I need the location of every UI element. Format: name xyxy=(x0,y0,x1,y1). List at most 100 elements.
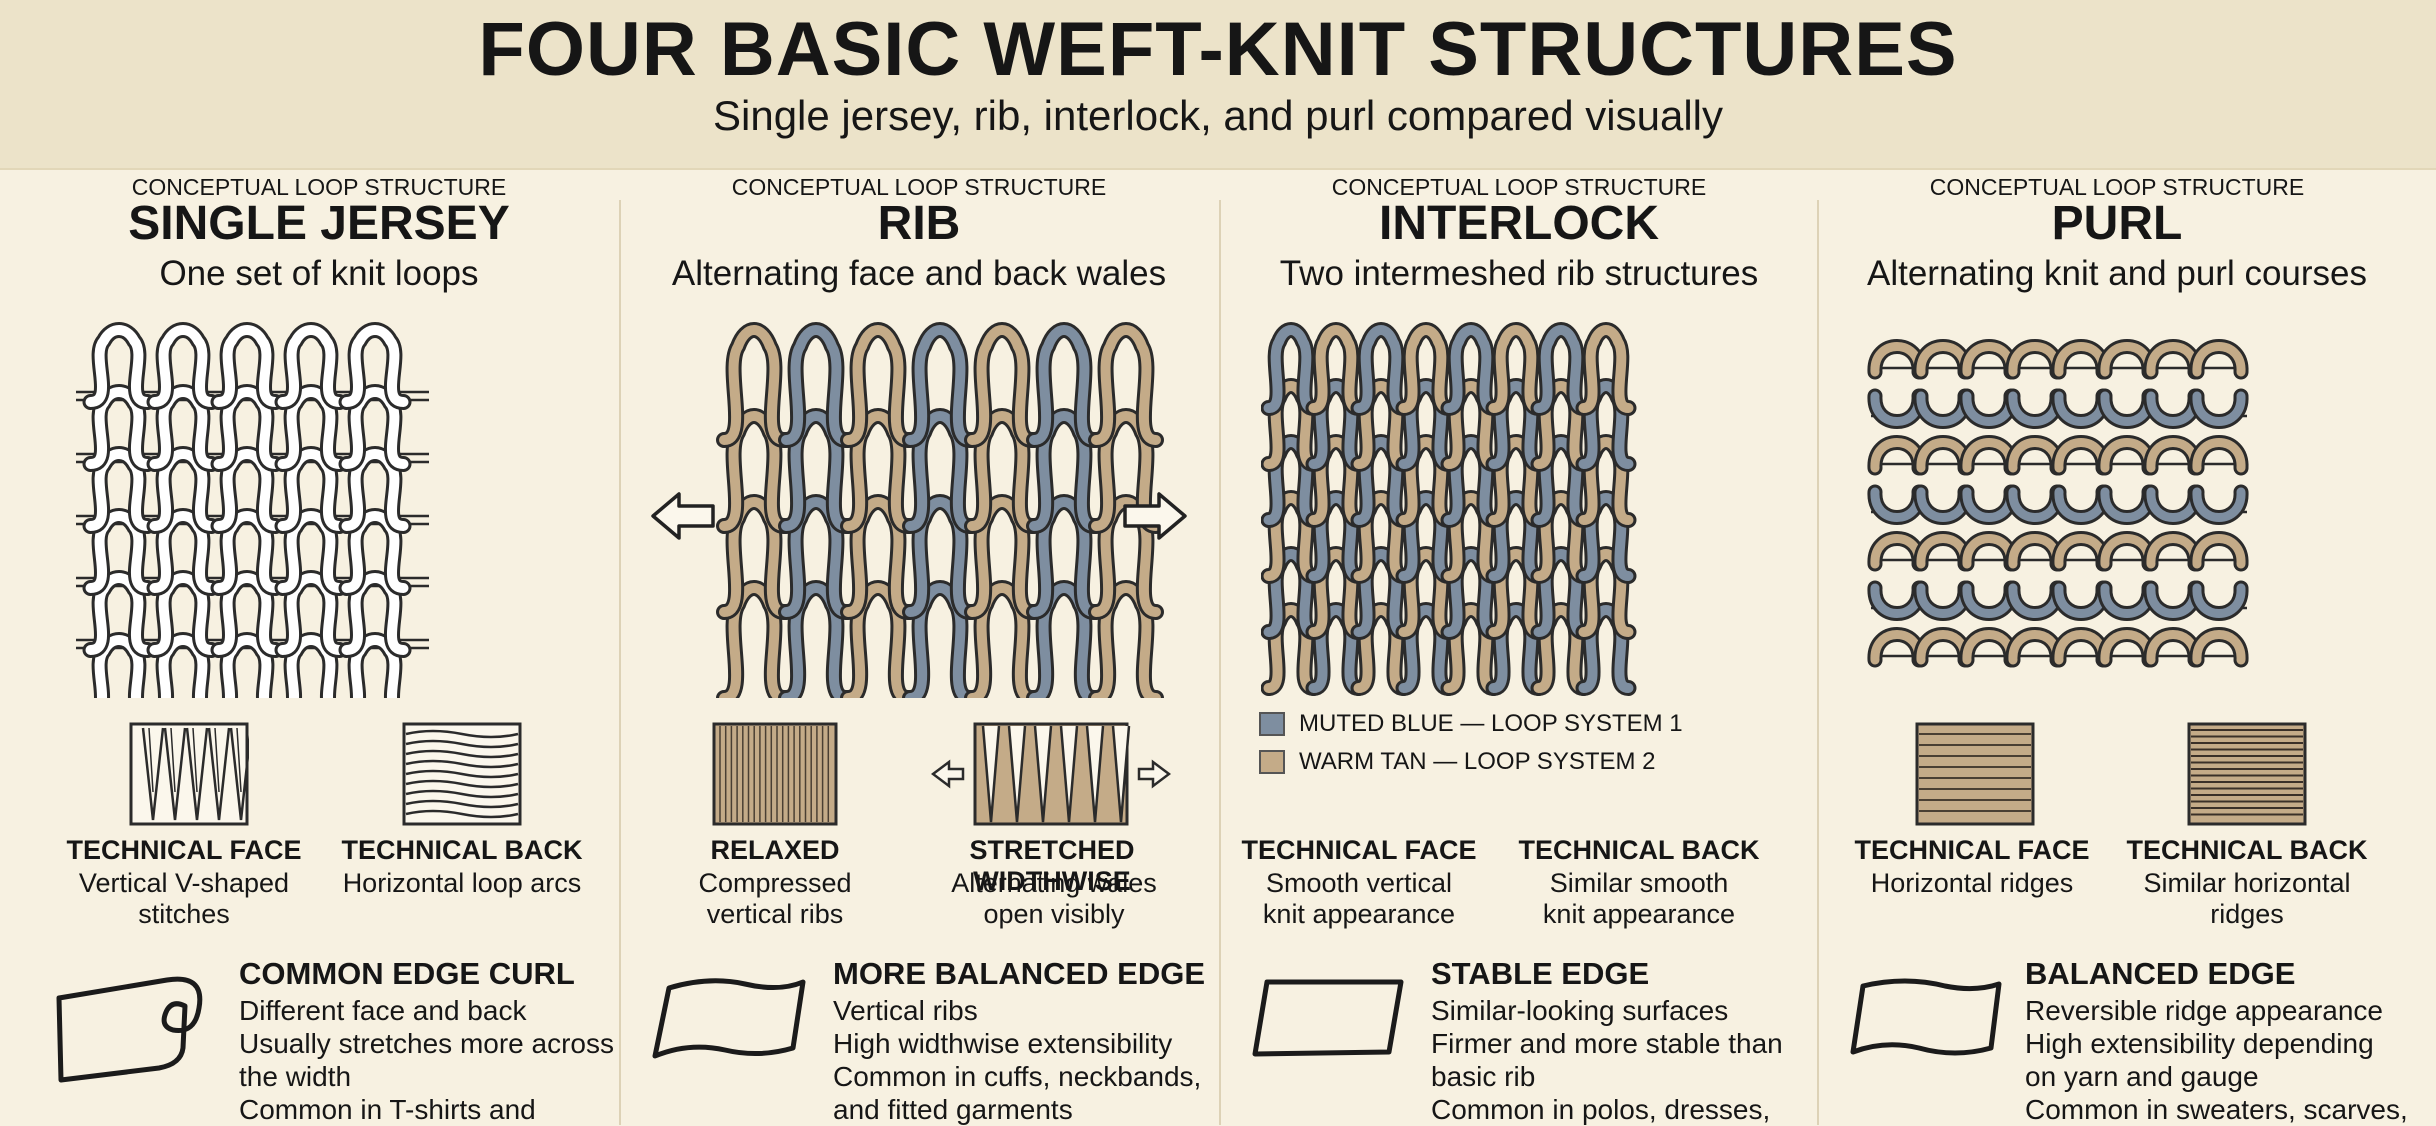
v-stitch xyxy=(207,727,231,821)
swatch-border xyxy=(712,722,838,826)
interlock-loop xyxy=(1578,549,1634,637)
rib-loop xyxy=(905,411,975,531)
interlock-loop xyxy=(1533,605,1589,693)
rib-loop xyxy=(781,325,851,445)
interlock-loop xyxy=(1353,549,1409,637)
open-wale xyxy=(981,725,1001,823)
rib-loop xyxy=(1091,411,1161,531)
swatch-a-title: TECHNICAL FACE xyxy=(66,835,302,865)
edge-line: Firmer and more stable than xyxy=(1431,1028,1783,1059)
interlock-loop xyxy=(1353,437,1409,525)
column-divider xyxy=(1219,200,1221,1125)
technical-face-swatch xyxy=(129,722,249,826)
interlock-loop xyxy=(1263,381,1319,469)
rib-loop xyxy=(781,497,851,617)
rib-loop xyxy=(843,325,913,445)
curled-edge-icon xyxy=(56,976,203,1083)
interlock-loop xyxy=(1263,325,1319,413)
swatch-a-desc: Compressed vertical ribs xyxy=(698,868,852,929)
flat-edge-icon xyxy=(1850,978,2002,1056)
edge-line: Reversible ridge appearance xyxy=(2025,995,2383,1026)
swatch-a-title: RELAXED xyxy=(710,835,840,865)
swatch-a-desc: Vertical V-shaped stitches xyxy=(78,868,290,929)
swatch-a-title: TECHNICAL FACE xyxy=(1241,835,1477,865)
purl-loop xyxy=(2192,438,2246,473)
legend-item-tan: WARM TAN — LOOP SYSTEM 2 xyxy=(1259,748,1656,776)
interlock-loop xyxy=(1263,437,1319,525)
interlock-loop xyxy=(1488,381,1544,469)
interlock-loop xyxy=(1353,605,1409,693)
knit-loop xyxy=(85,449,153,531)
interlock-loop xyxy=(1308,325,1364,413)
rib-loop xyxy=(843,411,913,531)
knit-loop xyxy=(94,635,144,698)
right-arrow-icon xyxy=(1137,759,1171,789)
concept-label: CONCEPTUAL LOOP STRUCTURE xyxy=(131,174,507,200)
swatch-b-desc: Similar horizontal ridges xyxy=(2143,868,2351,929)
concept-label: CONCEPTUAL LOOP STRUCTURE xyxy=(731,174,1107,200)
interlock-loop xyxy=(1263,605,1319,693)
swatch-a-desc: Horizontal ridges xyxy=(1870,868,2074,898)
open-wale xyxy=(1007,725,1027,823)
single-jersey-loop-diagram xyxy=(76,322,429,698)
interlock-loop xyxy=(1353,493,1409,581)
interlock-loop xyxy=(1443,325,1499,413)
column-divider xyxy=(1817,200,1819,1125)
edge-title: MORE BALANCED EDGE xyxy=(833,956,1206,991)
interlock-loop xyxy=(1533,549,1589,637)
rib-loop xyxy=(1091,583,1161,698)
rib-loop xyxy=(1029,325,1099,445)
header-banner: FOUR BASIC WEFT-KNIT STRUCTURES Single j… xyxy=(0,0,2436,170)
edge-line: Similar-looking surfaces xyxy=(1431,995,1729,1026)
rib-loop xyxy=(967,497,1037,617)
rib-loop xyxy=(781,583,851,698)
concept-label: CONCEPTUAL LOOP STRUCTURE xyxy=(1929,174,2305,200)
rib-loop xyxy=(719,411,789,531)
knit-loop xyxy=(277,573,345,655)
swatch-b-desc: Alternating wales open visibly xyxy=(951,868,1157,929)
open-wale xyxy=(1085,725,1105,823)
loop-arc xyxy=(405,749,519,759)
edge-title: STABLE EDGE xyxy=(1431,956,1650,991)
edge-line: basic rib xyxy=(1431,1061,1536,1092)
knit-loop xyxy=(85,325,153,407)
interlock-loop xyxy=(1308,493,1364,581)
structure-name: INTERLOCK xyxy=(1379,197,1659,250)
interlock-loop xyxy=(1308,605,1364,693)
knit-loop xyxy=(149,325,217,407)
swatch-border xyxy=(1915,722,2035,826)
knit-loop xyxy=(85,511,153,593)
interlock-loop xyxy=(1578,437,1634,525)
flat-edge-icon xyxy=(652,978,806,1059)
v-stitch xyxy=(141,727,165,821)
v-stitch xyxy=(236,727,242,793)
knit-loop xyxy=(350,635,400,698)
interlock-loop xyxy=(1398,493,1454,581)
rib-loop xyxy=(967,583,1037,698)
edge-line: on yarn and gauge xyxy=(2025,1061,2259,1092)
interlock-loop xyxy=(1398,437,1454,525)
interlock-loop xyxy=(1533,381,1589,469)
interlock-loop xyxy=(1398,549,1454,637)
edge-line: the width xyxy=(239,1061,352,1092)
knit-loop xyxy=(149,573,217,655)
rib-loop xyxy=(905,583,975,698)
swatch-b-title: TECHNICAL BACK xyxy=(341,835,583,865)
interlock-loop xyxy=(1353,381,1409,469)
purl-loop-diagram xyxy=(1867,339,2249,668)
rib-loop xyxy=(905,325,975,445)
tan-swatch-icon xyxy=(1259,750,1285,774)
right-stretch-arrow-icon xyxy=(1123,492,1187,540)
open-wale xyxy=(1111,725,1131,823)
interlock-loop xyxy=(1578,493,1634,581)
knit-loop xyxy=(213,325,281,407)
edge-line: Usually stretches more across xyxy=(239,1028,615,1059)
rib-loop xyxy=(967,325,1037,445)
edge-line: Vertical ribs xyxy=(833,995,978,1026)
interlock-loop xyxy=(1533,437,1589,525)
left-stretch-arrow-icon xyxy=(651,492,715,540)
knit-loop xyxy=(85,573,153,655)
purl-loop xyxy=(2192,391,2246,426)
interlock-loop xyxy=(1263,493,1319,581)
structure-name: SINGLE JERSEY xyxy=(128,197,510,250)
